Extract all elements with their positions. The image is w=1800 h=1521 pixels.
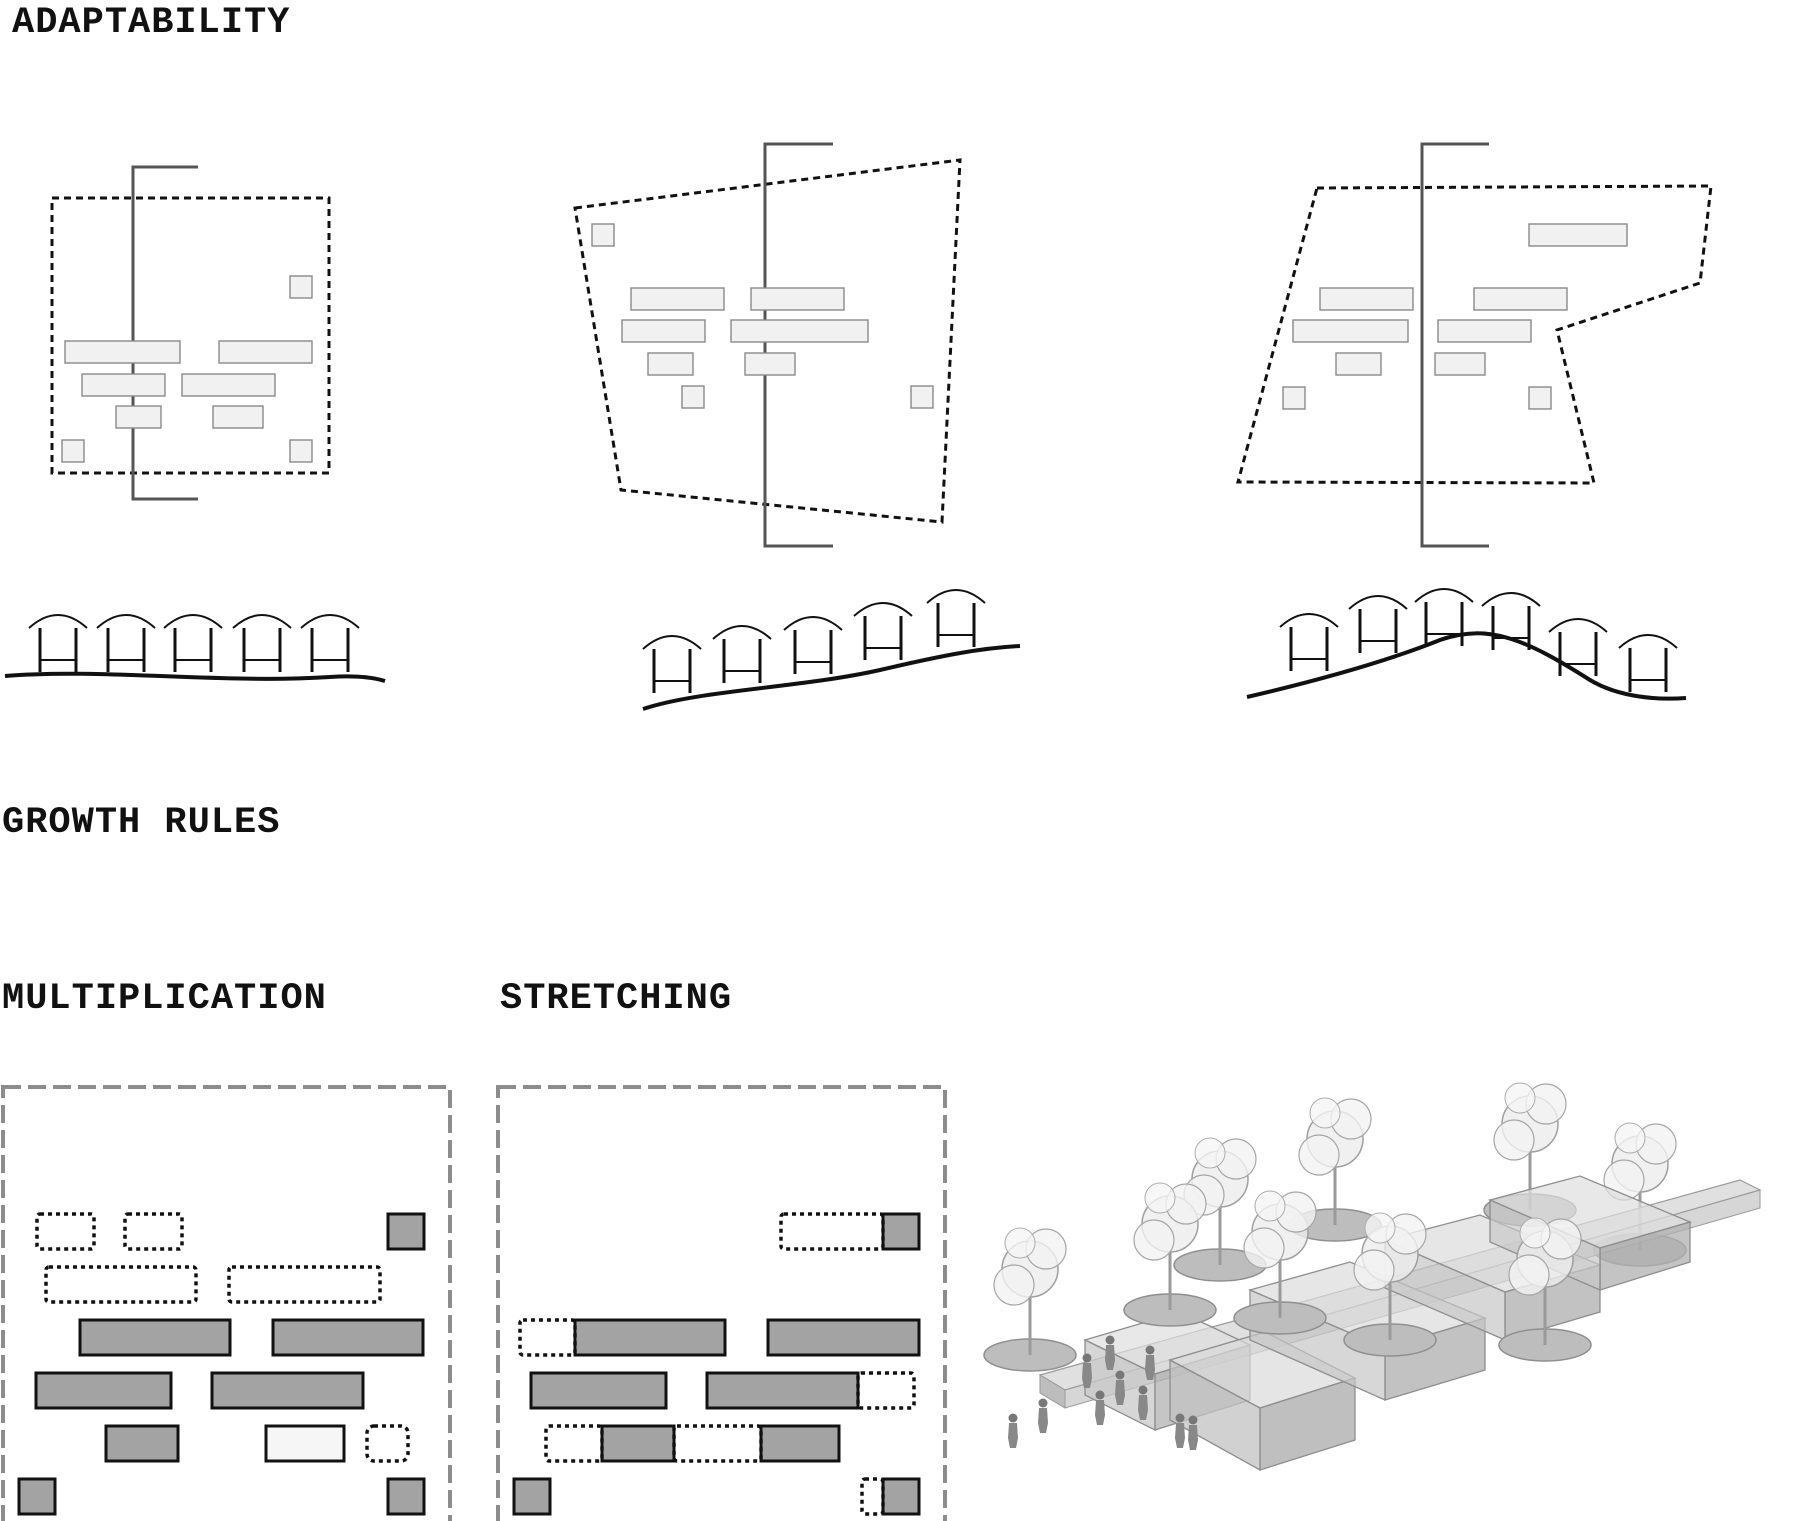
multiplication-diagram xyxy=(1,1085,452,1521)
heading-stretching: STRETCHING xyxy=(500,978,733,1020)
heading-adaptability: ADAPTABILITY xyxy=(12,2,291,44)
terrain-hill xyxy=(1246,587,1687,701)
terrain-flat xyxy=(4,613,386,683)
tree xyxy=(982,1226,1078,1373)
person xyxy=(1188,1415,1198,1450)
stretching-diagram xyxy=(496,1085,947,1521)
heading-multiplication: MULTIPLICATION xyxy=(2,978,327,1020)
person xyxy=(1008,1413,1018,1448)
heading-growth-rules: GROWTH RULES xyxy=(2,802,281,844)
person xyxy=(1115,1370,1125,1405)
person xyxy=(1082,1353,1092,1388)
adaptability-variant-irregular xyxy=(1236,142,1713,548)
person xyxy=(1175,1413,1185,1448)
person xyxy=(1105,1335,1115,1370)
person xyxy=(1145,1345,1155,1380)
adaptability-variant-square xyxy=(50,165,331,501)
person xyxy=(1095,1390,1105,1425)
adaptability-variant-skewed xyxy=(573,142,962,548)
terrain-slope xyxy=(641,588,1021,711)
person xyxy=(1038,1398,1048,1433)
person xyxy=(1138,1385,1148,1420)
perspective-view xyxy=(982,1081,1762,1472)
